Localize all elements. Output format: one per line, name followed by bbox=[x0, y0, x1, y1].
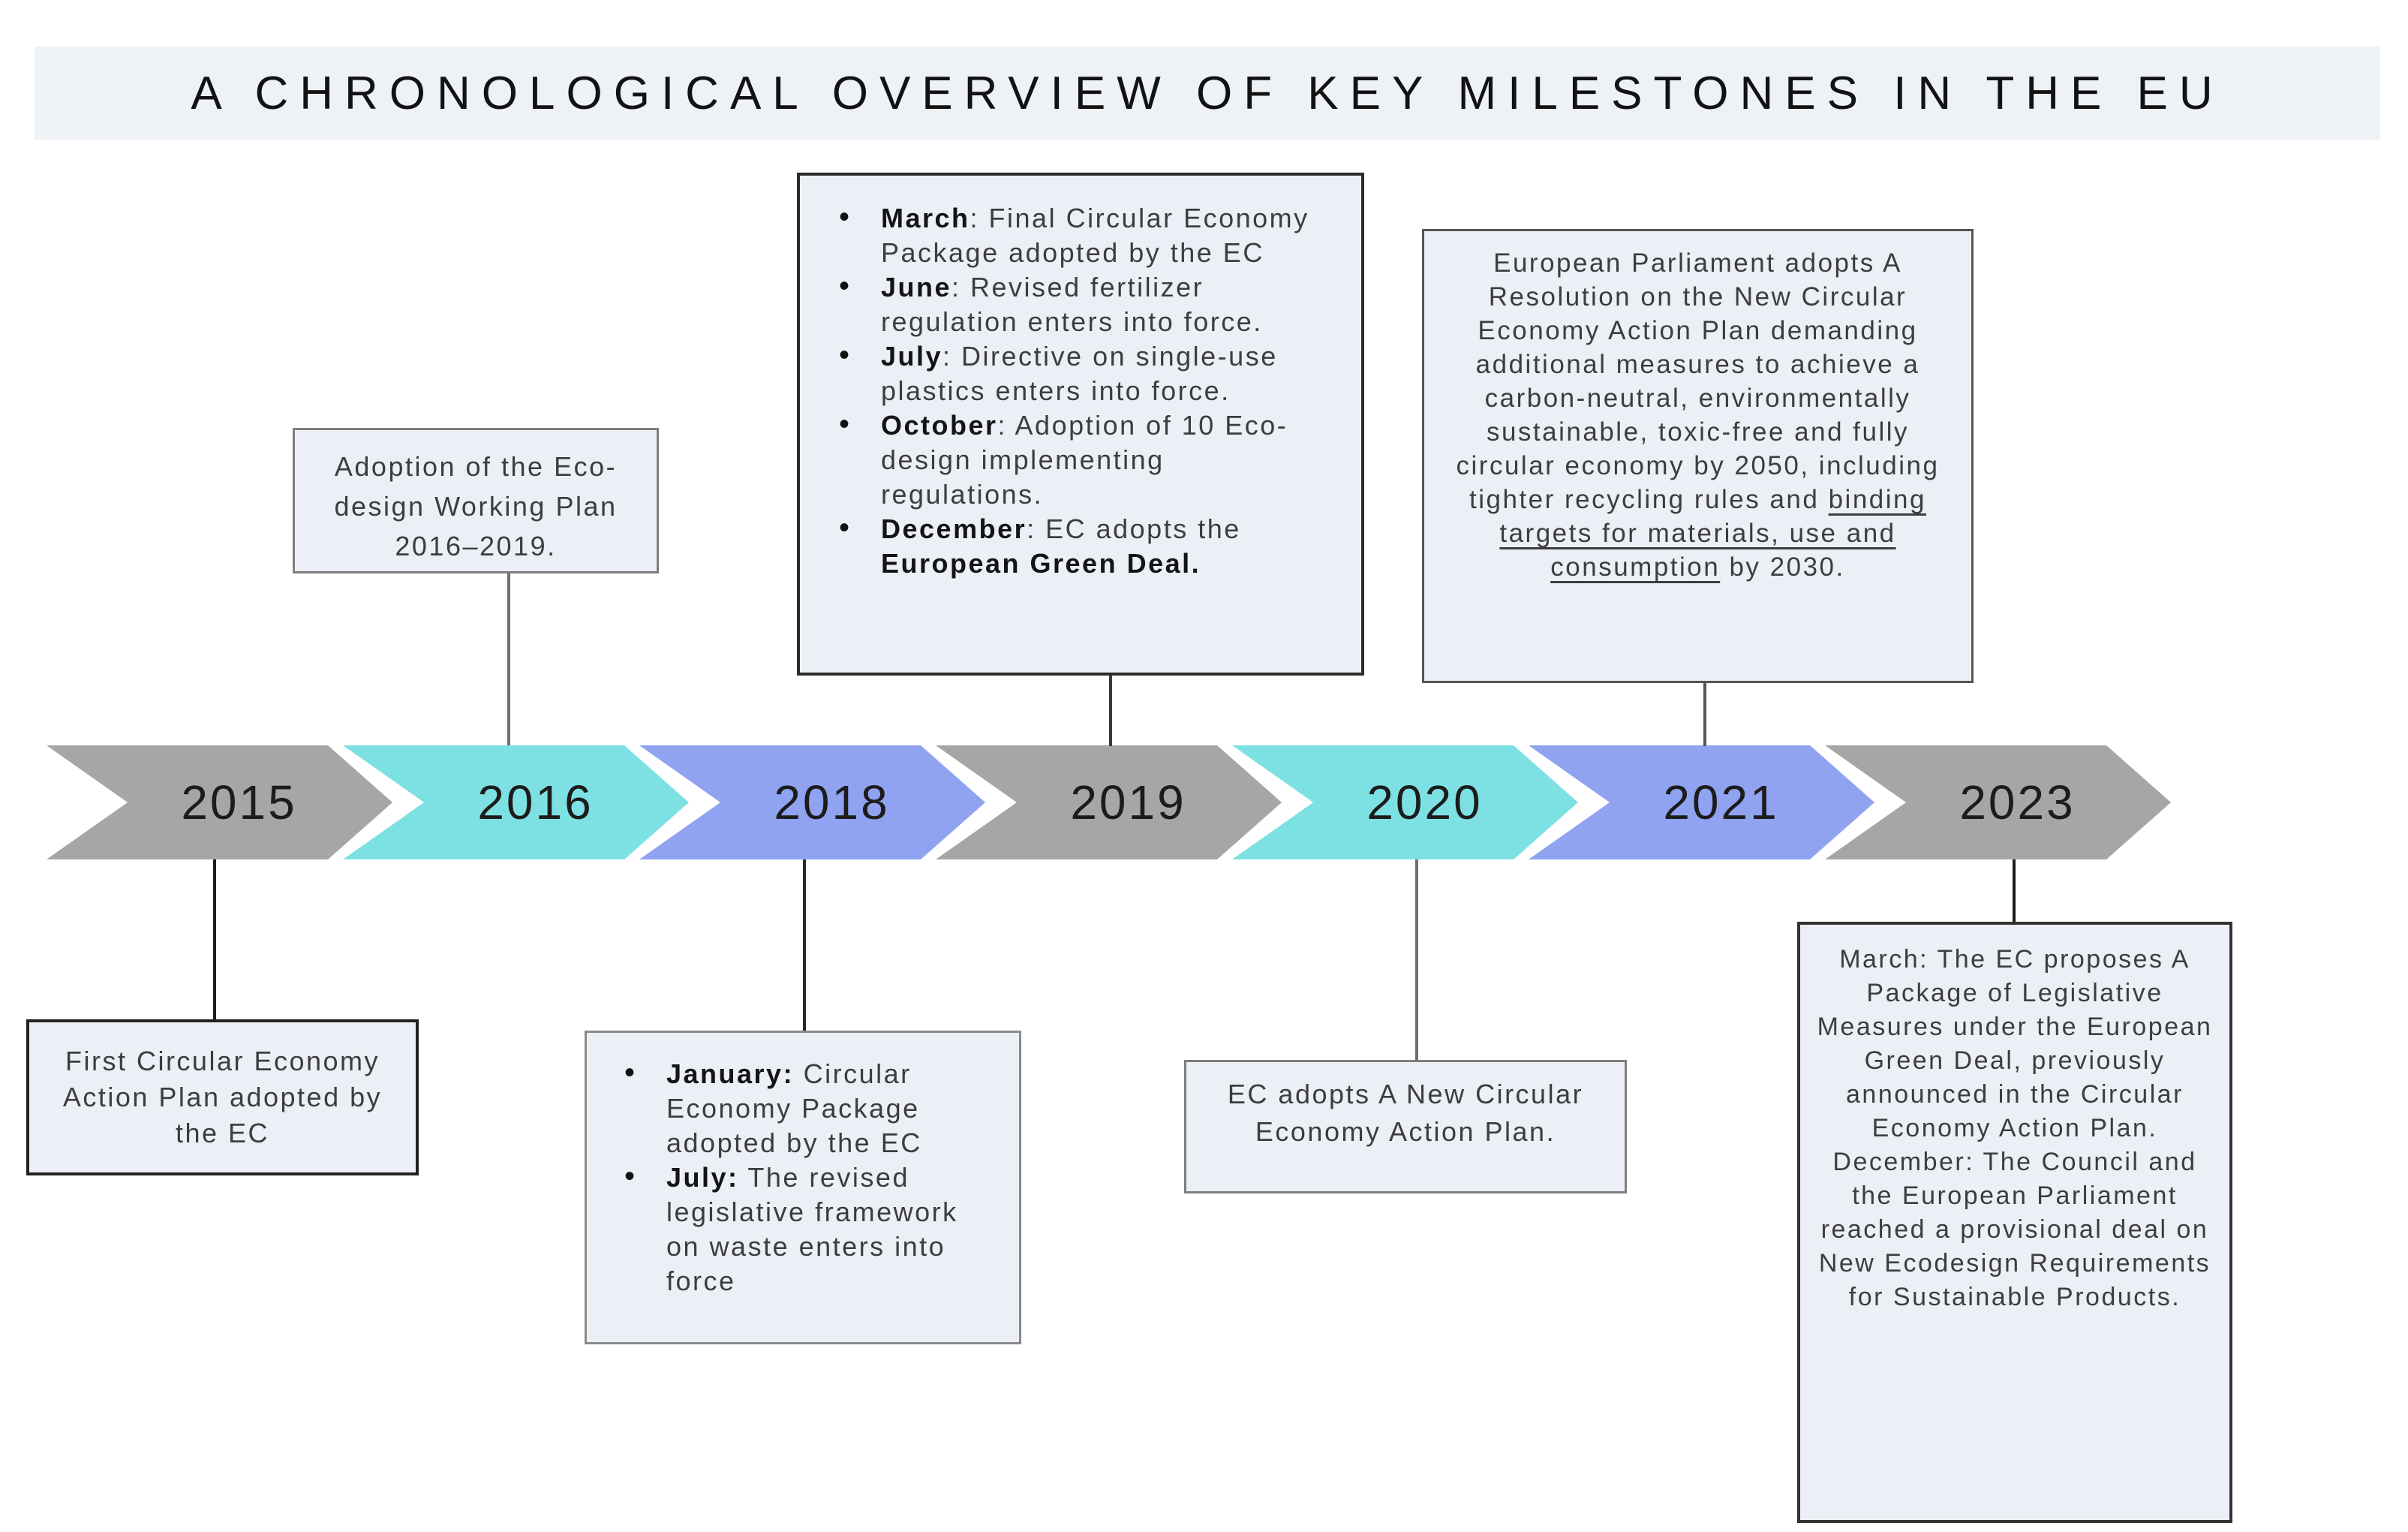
milestone-paragraph: Adoption of the Eco-design Working Plan … bbox=[302, 447, 649, 566]
text-segment: : EC adopts the bbox=[1027, 513, 1241, 544]
timeline-chevron-2019: 2019 bbox=[936, 745, 1282, 859]
connector-2019 bbox=[1109, 674, 1112, 746]
text-segment: European Parliament adopts A Resolution … bbox=[1456, 248, 1940, 514]
bullet-marker: • bbox=[839, 511, 852, 544]
text-segment: The revised legislative framework on was… bbox=[666, 1162, 958, 1296]
text-segment: December: The Council and the European P… bbox=[1818, 1148, 2211, 1311]
timeline-chevron-2023: 2023 bbox=[1825, 745, 2171, 859]
year-label-2021: 2021 bbox=[1663, 775, 1779, 829]
text-segment: July: bbox=[666, 1162, 739, 1193]
text-segment: December bbox=[881, 513, 1027, 544]
milestone-box-2018: • January: Circular Economy Package adopt… bbox=[585, 1031, 1021, 1344]
text-segment: European Green Deal. bbox=[881, 548, 1201, 579]
year-label-2018: 2018 bbox=[774, 775, 890, 829]
bullet-marker: • bbox=[839, 269, 852, 302]
milestone-paragraph: European Parliament adopts A Resolution … bbox=[1438, 246, 1958, 584]
text-segment: EC adopts A New Circular Economy Action … bbox=[1227, 1079, 1584, 1147]
timeline-chevron-2018: 2018 bbox=[639, 745, 985, 859]
connector-2016 bbox=[507, 573, 510, 745]
text-segment: : Revised fertilizer regulation enters i… bbox=[881, 272, 1263, 337]
bullet-marker: • bbox=[839, 339, 852, 372]
year-label-2019: 2019 bbox=[1070, 775, 1186, 829]
milestone-bullet: • July: Directive on single-use plastics … bbox=[834, 339, 1334, 408]
milestone-box-2015: First Circular Economy Action Plan adopt… bbox=[26, 1019, 419, 1175]
milestone-paragraph: EC adopts A New Circular Economy Action … bbox=[1197, 1076, 1614, 1151]
bullet-marker: • bbox=[624, 1056, 637, 1089]
year-label-2016: 2016 bbox=[477, 775, 594, 829]
text-segment: March: The EC proposes A Package of Legi… bbox=[1817, 945, 2213, 1142]
text-segment: July bbox=[881, 341, 943, 372]
milestone-paragraph: December: The Council and the European P… bbox=[1811, 1145, 2219, 1314]
timeline-chevron-2021: 2021 bbox=[1529, 745, 1874, 859]
text-segment: June bbox=[881, 272, 952, 302]
year-label-2015: 2015 bbox=[181, 775, 297, 829]
milestone-bullet: • January: Circular Economy Package adopt… bbox=[620, 1056, 998, 1160]
year-label-2020: 2020 bbox=[1366, 775, 1483, 829]
milestone-box-2016: Adoption of the Eco-design Working Plan … bbox=[293, 428, 659, 573]
year-label-2023: 2023 bbox=[1959, 775, 2076, 829]
text-segment: March bbox=[881, 203, 970, 233]
milestone-paragraph: First Circular Economy Action Plan adopt… bbox=[40, 1043, 405, 1151]
timeline-chevron-2020: 2020 bbox=[1232, 745, 1578, 859]
milestone-box-2019: • March: Final Circular Economy Package a… bbox=[797, 173, 1364, 676]
text-segment: : Final Circular Economy Package adopted… bbox=[881, 203, 1309, 268]
milestone-bullet: • March: Final Circular Economy Package a… bbox=[834, 200, 1334, 270]
timeline-chevron-2016: 2016 bbox=[343, 745, 689, 859]
connector-2015 bbox=[213, 859, 216, 1019]
bullet-marker: • bbox=[624, 1160, 637, 1193]
milestone-paragraph: March: The EC proposes A Package of Legi… bbox=[1811, 943, 2219, 1145]
connector-2018 bbox=[803, 859, 806, 1031]
text-segment: by 2030. bbox=[1720, 552, 1845, 582]
connector-2021 bbox=[1703, 682, 1706, 746]
text-segment: Circular Economy Package adopted by the … bbox=[666, 1058, 922, 1158]
milestone-bullet: • July: The revised legislative framework… bbox=[620, 1160, 998, 1299]
milestone-box-2021: European Parliament adopts A Resolution … bbox=[1422, 229, 1974, 683]
milestone-bullet: • October: Adoption of 10 Eco-design impl… bbox=[834, 408, 1334, 512]
page-title: A CHRONOLOGICAL OVERVIEW OF KEY MILESTON… bbox=[191, 67, 2224, 119]
milestone-bullet: • June: Revised fertilizer regulation ent… bbox=[834, 269, 1334, 339]
bullet-marker: • bbox=[839, 408, 852, 441]
connector-2020 bbox=[1415, 859, 1418, 1060]
text-segment: First Circular Economy Action Plan adopt… bbox=[62, 1046, 383, 1148]
text-segment: January: bbox=[666, 1058, 795, 1089]
text-segment: binding targets for materials, use and c… bbox=[1499, 485, 1926, 582]
connector-2023 bbox=[2013, 859, 2016, 923]
milestone-box-2020: EC adopts A New Circular Economy Action … bbox=[1184, 1060, 1627, 1193]
title-bar: A CHRONOLOGICAL OVERVIEW OF KEY MILESTON… bbox=[35, 47, 2380, 140]
bullet-marker: • bbox=[839, 200, 852, 233]
timeline-chevron-2015: 2015 bbox=[47, 745, 392, 859]
text-segment: October bbox=[881, 410, 998, 441]
text-segment: Adoption of the Eco-design Working Plan … bbox=[334, 451, 618, 561]
text-segment: : Directive on single-use plastics enter… bbox=[881, 341, 1278, 406]
milestone-bullet: • December: EC adopts the European Green … bbox=[834, 511, 1334, 581]
milestone-box-2023: March: The EC proposes A Package of Legi… bbox=[1797, 922, 2232, 1523]
text-segment: : Adoption of 10 Eco-design implementing… bbox=[881, 410, 1288, 510]
